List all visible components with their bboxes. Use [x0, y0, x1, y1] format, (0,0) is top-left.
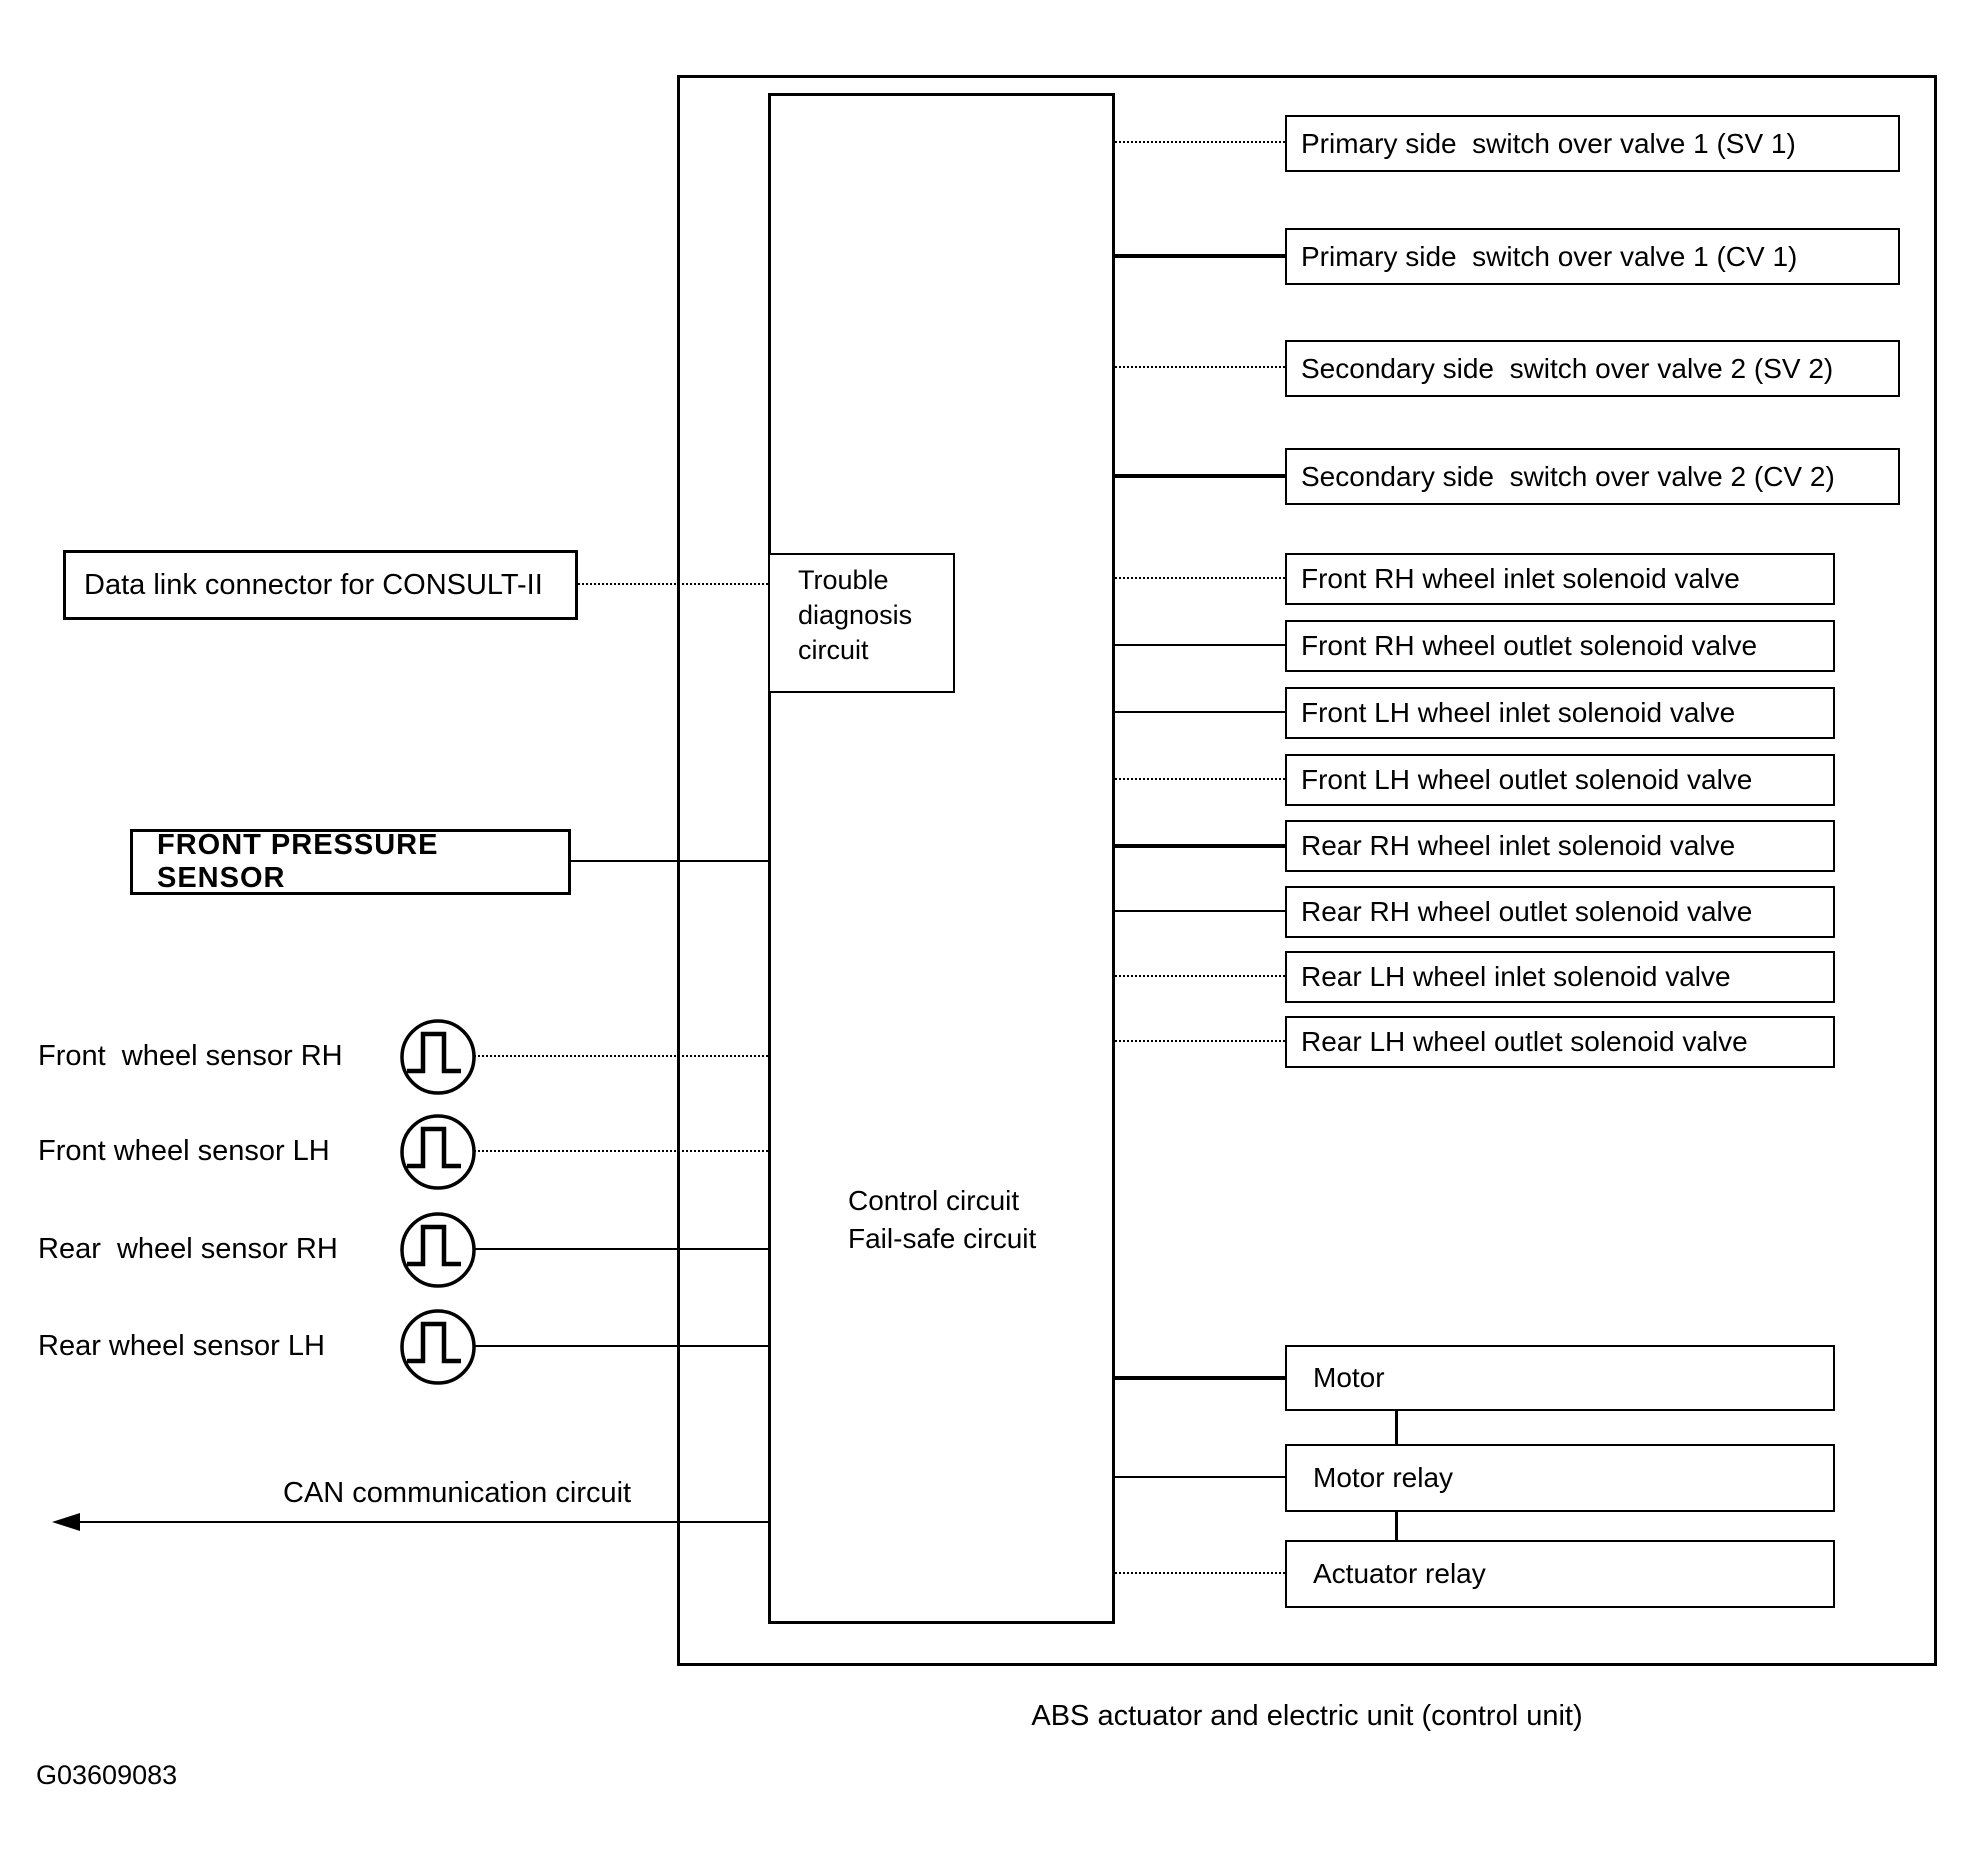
line-rear-rh-inlet — [1115, 844, 1285, 848]
trouble-diagnosis-box: Trouble diagnosis circuit — [768, 553, 955, 693]
front-wheel-sensor-rh-line — [474, 1055, 768, 1057]
diagram-caption: ABS actuator and electric unit (control … — [1031, 1700, 1583, 1732]
rear-wheel-sensor-rh-line — [474, 1248, 768, 1250]
control-circuit-label-line1: Control circuit — [848, 1185, 1020, 1216]
line-actuator-relay — [1115, 1572, 1285, 1574]
line-sv2 — [1115, 366, 1285, 368]
control-circuit-box — [768, 93, 1115, 1624]
valve-box-rear-lh-outlet: Rear LH wheel outlet solenoid valve — [1285, 1016, 1835, 1068]
line-cv2 — [1115, 474, 1285, 478]
valve-box-sv2: Secondary side switch over valve 2 (SV 2… — [1285, 340, 1900, 397]
rear-wheel-sensor-lh-label: Rear wheel sensor LH — [38, 1330, 325, 1362]
motor-to-motor-relay-link — [1395, 1411, 1398, 1444]
valve-box-sv1: Primary side switch over valve 1 (SV 1) — [1285, 115, 1900, 172]
rear-wheel-sensor-rh-label: Rear wheel sensor RH — [38, 1233, 338, 1265]
motor-relay-box: Motor relay — [1285, 1444, 1835, 1512]
can-communication-line — [76, 1521, 768, 1523]
line-rear-lh-outlet — [1115, 1040, 1285, 1042]
line-motor-relay — [1115, 1476, 1285, 1478]
line-front-lh-outlet — [1115, 778, 1285, 780]
motor-relay-to-actuator-relay-link — [1395, 1512, 1398, 1540]
valve-box-rear-lh-inlet: Rear LH wheel inlet solenoid valve — [1285, 951, 1835, 1003]
front-pressure-sensor-box: FRONT PRESSURE SENSOR — [130, 829, 571, 895]
rear-wheel-sensor-rh-pulse-icon — [400, 1212, 476, 1288]
valve-box-front-rh-outlet: Front RH wheel outlet solenoid valve — [1285, 620, 1835, 672]
line-rear-rh-outlet — [1115, 910, 1285, 912]
valve-box-rear-rh-inlet: Rear RH wheel inlet solenoid valve — [1285, 820, 1835, 872]
valve-box-front-rh-inlet: Front RH wheel inlet solenoid valve — [1285, 553, 1835, 605]
line-sv1 — [1115, 141, 1285, 143]
data-link-connector-line — [578, 583, 768, 585]
line-front-rh-inlet — [1115, 577, 1285, 579]
front-wheel-sensor-lh-pulse-icon — [400, 1114, 476, 1190]
actuator-relay-box: Actuator relay — [1285, 1540, 1835, 1608]
front-wheel-sensor-lh-label: Front wheel sensor LH — [38, 1135, 330, 1167]
motor-box: Motor — [1285, 1345, 1835, 1411]
rear-wheel-sensor-lh-pulse-icon — [400, 1309, 476, 1385]
valve-box-cv2: Secondary side switch over valve 2 (CV 2… — [1285, 448, 1900, 505]
valve-box-rear-rh-outlet: Rear RH wheel outlet solenoid valve — [1285, 886, 1835, 938]
front-pressure-sensor-line — [571, 860, 768, 862]
can-communication-label: CAN communication circuit — [283, 1477, 632, 1509]
front-wheel-sensor-rh-label: Front wheel sensor RH — [38, 1040, 343, 1072]
valve-box-front-lh-inlet: Front LH wheel inlet solenoid valve — [1285, 687, 1835, 739]
line-front-lh-inlet — [1115, 711, 1285, 713]
rear-wheel-sensor-lh-line — [474, 1345, 768, 1347]
data-link-connector-box: Data link connector for CONSULT-II — [63, 550, 578, 620]
figure-code: G03609083 — [36, 1760, 178, 1790]
line-cv1 — [1115, 254, 1285, 258]
front-wheel-sensor-rh-pulse-icon — [400, 1019, 476, 1095]
line-rear-lh-inlet — [1115, 975, 1285, 977]
can-arrow-left-icon — [52, 1513, 80, 1531]
valve-box-front-lh-outlet: Front LH wheel outlet solenoid valve — [1285, 754, 1835, 806]
front-wheel-sensor-lh-line — [474, 1150, 768, 1152]
line-motor — [1115, 1376, 1285, 1380]
valve-box-cv1: Primary side switch over valve 1 (CV 1) — [1285, 228, 1900, 285]
control-circuit-label-line2: Fail-safe circuit — [848, 1223, 1037, 1254]
line-front-rh-outlet — [1115, 644, 1285, 646]
